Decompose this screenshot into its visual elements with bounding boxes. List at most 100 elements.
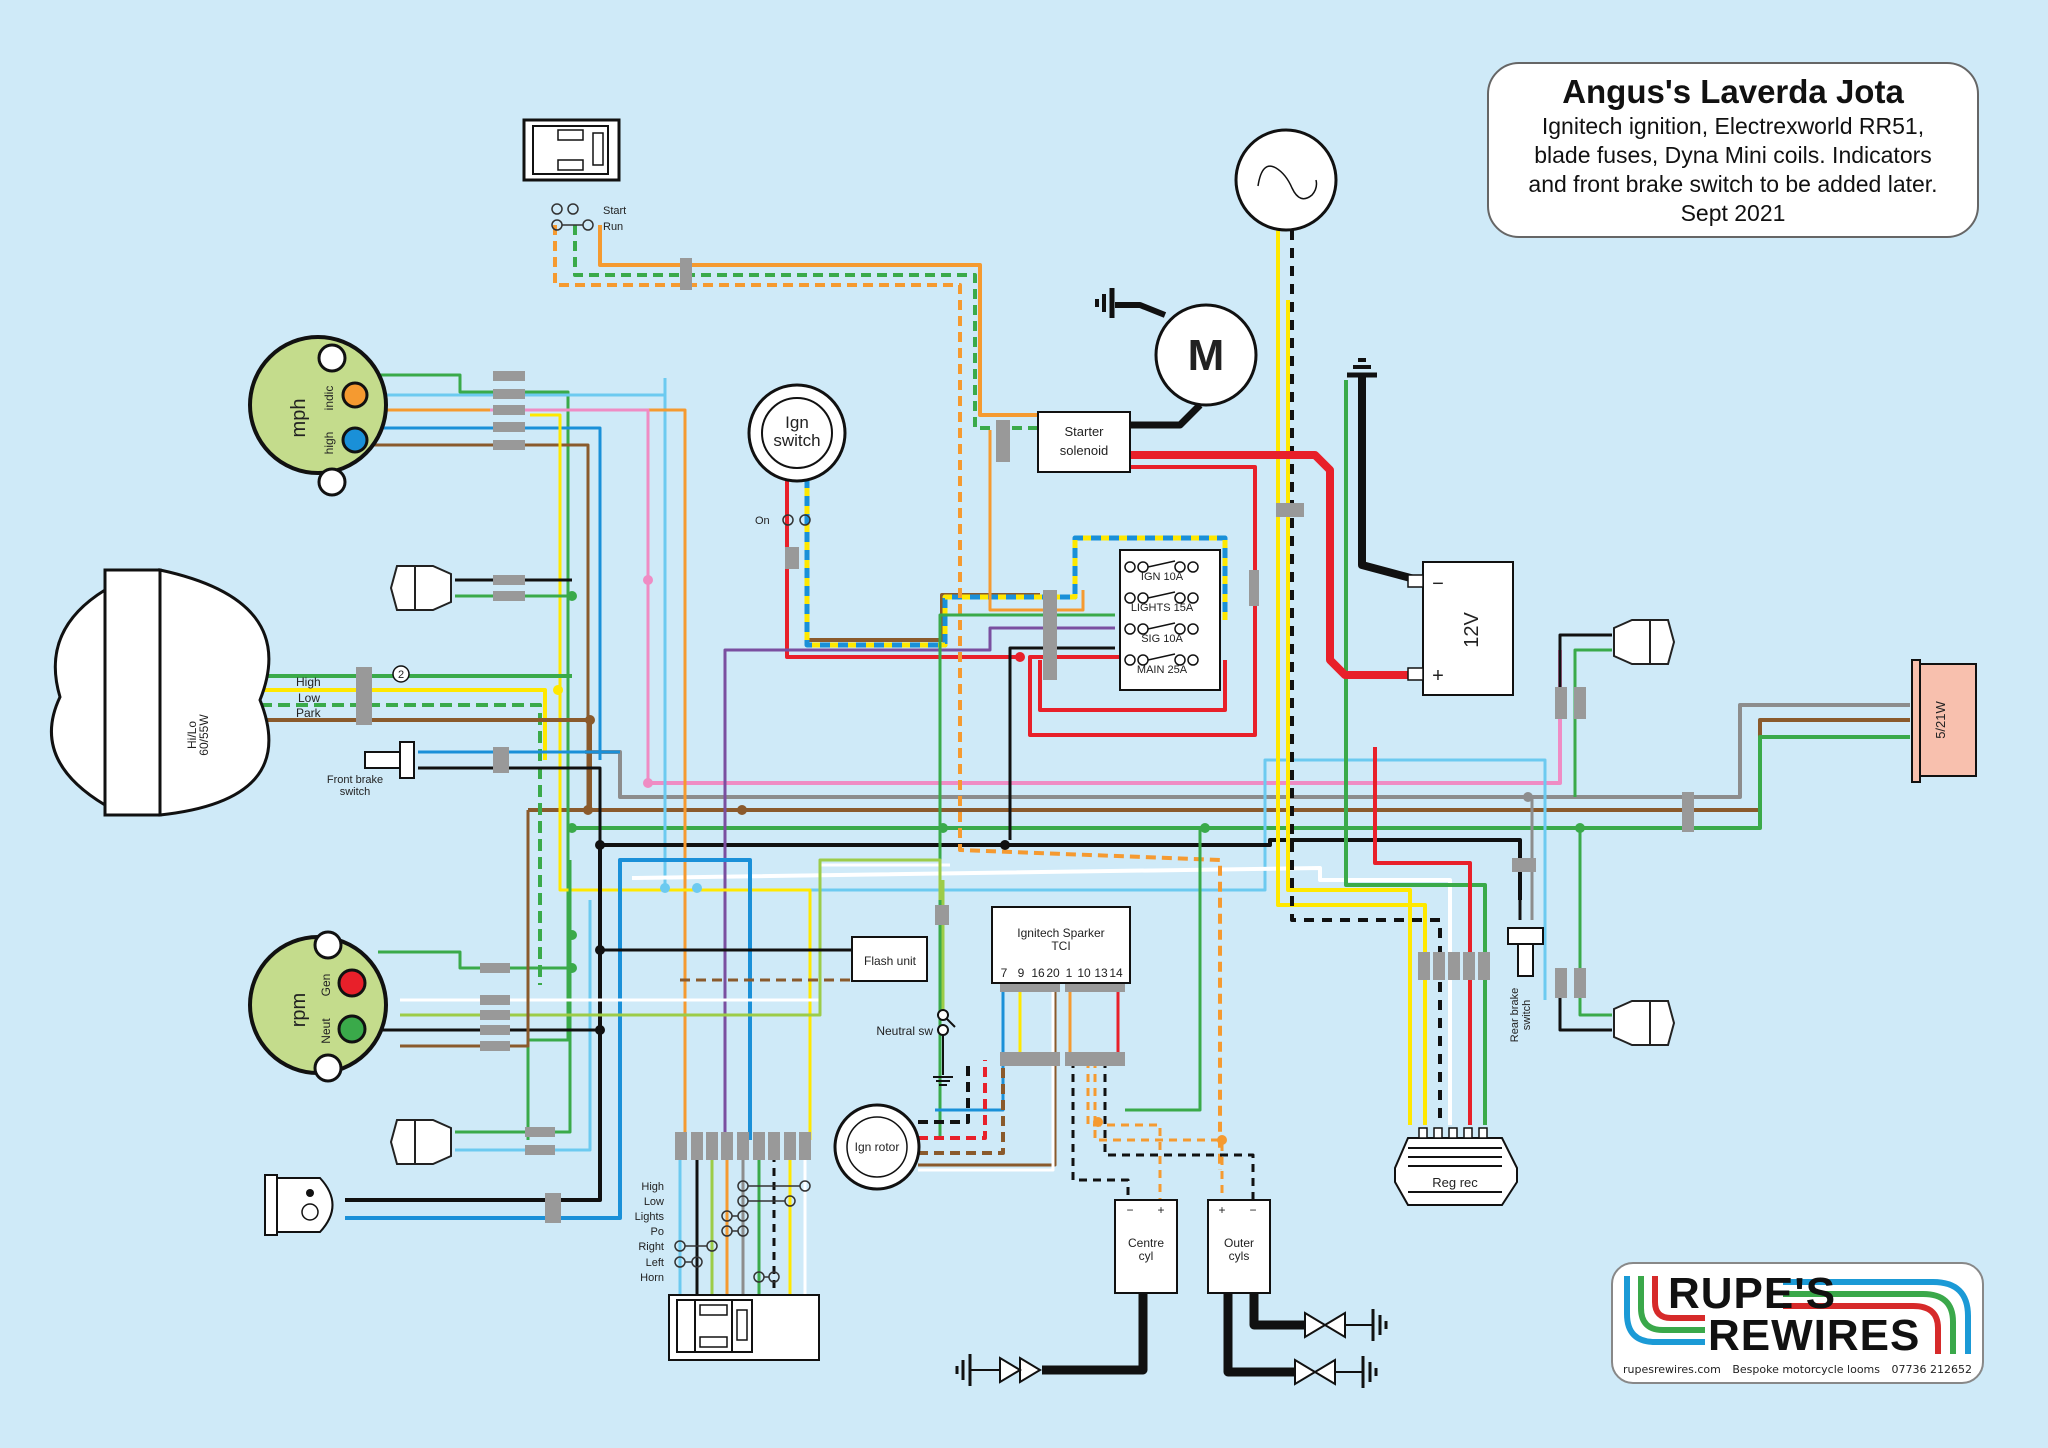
battery-pos-label: + [1432, 665, 1444, 687]
logo-phone: 07736 212652 [1891, 1363, 1972, 1376]
high-beam-warning-lamp [341, 426, 369, 454]
spark-plug-icon [1304, 1309, 1388, 1341]
connector [480, 1025, 510, 1035]
rear-brake-label-2: switch [1521, 1000, 1533, 1031]
wire-lightgreen-tacho [400, 858, 942, 1017]
speedo-label: mph [288, 399, 310, 438]
connector [996, 420, 1010, 462]
connector [493, 389, 525, 399]
connector [1574, 687, 1586, 719]
wire-coil-outer-neg [1103, 1060, 1255, 1200]
wire-orange-speedo [355, 408, 687, 1140]
wire-green-regrec [1344, 380, 1487, 1125]
connector [1574, 968, 1586, 998]
headlamp-rating-2: 60/55W [197, 714, 211, 756]
junction-dot [583, 805, 593, 815]
connector [1276, 503, 1304, 517]
wire-coil-centre-neg [1071, 1060, 1130, 1200]
junction-dot [567, 963, 577, 973]
tci-pin: 10 [1077, 966, 1091, 980]
switch-contact-icon [721, 1210, 749, 1222]
tci-pin: 9 [1018, 966, 1025, 980]
wire-lightblue-main [663, 378, 1547, 1000]
speedometer: mph indic high [248, 335, 388, 497]
coil-outer-neg: − [1249, 1203, 1256, 1217]
ht-lead-outer-2 [1249, 1292, 1312, 1330]
flash-unit-label: Flash unit [864, 954, 917, 968]
switch-contact-icon [721, 1225, 749, 1237]
tacho-bulb-top [313, 930, 343, 960]
tachometer: rpm Gen Neut [248, 930, 388, 1083]
ign-switch-label-2: switch [773, 431, 820, 450]
wire-pink-speedo [490, 408, 650, 783]
tacho-label: rpm [288, 993, 310, 1027]
fuse-label-main: MAIN 25A [1137, 664, 1188, 676]
ign-switch-label-1: Ign [785, 413, 809, 432]
connector [1418, 952, 1430, 980]
wire-rear-lamp-1b [1573, 648, 1612, 797]
battery-neg-label: − [1432, 573, 1444, 595]
connector [493, 575, 525, 585]
connector [1555, 968, 1567, 998]
headlamp-rating-1: Hi/Lo [185, 721, 199, 749]
wire-yellow-alt-2 [1290, 230, 1442, 1125]
wire-yellow-alt [1276, 230, 1427, 1125]
horn [264, 1174, 334, 1236]
headlamp-high-label: High [296, 675, 321, 689]
headlamp-low-label: Low [298, 691, 320, 705]
junction-dot [660, 883, 670, 893]
ls-pos-po: Po [651, 1226, 664, 1238]
connector [1043, 590, 1057, 680]
headlamp: Hi/Lo 60/55W High Low Park 2 [50, 568, 410, 817]
wire-rear-lamp-2 [1558, 990, 1612, 1032]
connector [480, 1010, 510, 1020]
starter-motor: M [1095, 288, 1258, 407]
fuse-symbol-icon [1124, 622, 1199, 635]
gen-label: Gen [319, 974, 333, 997]
neutral-switch-label: Neutral sw [876, 1024, 933, 1038]
connectors [356, 258, 1694, 1223]
coil-centre: − + Centre cyl [1114, 1199, 1178, 1294]
wire-coil-centre-pos [1086, 1060, 1162, 1200]
connector [675, 1132, 687, 1160]
diagram-title: Angus's Laverda Jota [1562, 73, 1904, 110]
wire-headlamp-lowdash [260, 703, 542, 985]
battery: − + 12V [1347, 358, 1514, 696]
wire-battery-neg [1358, 375, 1420, 584]
connector [1463, 952, 1475, 980]
junction-dot [595, 945, 605, 955]
ht-lead-outer-1 [1223, 1292, 1300, 1377]
wire-rear-lamp-2b [1578, 828, 1612, 1017]
starter-solenoid: Starter solenoid [1037, 411, 1131, 473]
wire-coil-outer-pos [1093, 1060, 1224, 1200]
coil-outer-label-2: cyls [1229, 1249, 1250, 1263]
wire-tci-white [918, 990, 1055, 1172]
wire-red-loop [1038, 660, 1227, 712]
connector [493, 405, 525, 415]
junction-dot [1000, 840, 1010, 850]
wire-yellow-regrec [1286, 300, 1412, 1125]
junction-dot [585, 715, 595, 725]
junction-dot [567, 591, 577, 601]
ignitech-tci: Ignitech Sparker TCI 7 9 16 20 1 10 13 1… [991, 906, 1131, 984]
switch-contact-icon [737, 1180, 811, 1192]
coil-centre-label-1: Centre [1128, 1236, 1164, 1250]
logo-word-1: RUPE'S [1668, 1269, 1837, 1318]
left-handlebar-switch: High Low Lights Po Right Left Horn [635, 1180, 820, 1361]
front-indicator-upper [390, 565, 452, 611]
switch-contact-icon [737, 1195, 796, 1207]
ign-on-label: On [755, 515, 770, 527]
ground-icon [933, 1076, 953, 1086]
tci-label-2: TCI [1051, 939, 1070, 953]
wire-tci-brown [918, 990, 1057, 1167]
ground-icon [1347, 358, 1377, 378]
connector [706, 1132, 718, 1160]
wire-battery-pos [1128, 451, 1418, 679]
switch-contact-icon [753, 1271, 780, 1283]
connector [799, 1132, 811, 1160]
regulator-rectifier: Reg rec [1394, 1127, 1518, 1206]
junction-dot [737, 805, 747, 815]
wire-orange-dash-start [553, 225, 1222, 1170]
junction-dot [1093, 1117, 1103, 1127]
fuse-symbol-icon [1124, 653, 1199, 666]
